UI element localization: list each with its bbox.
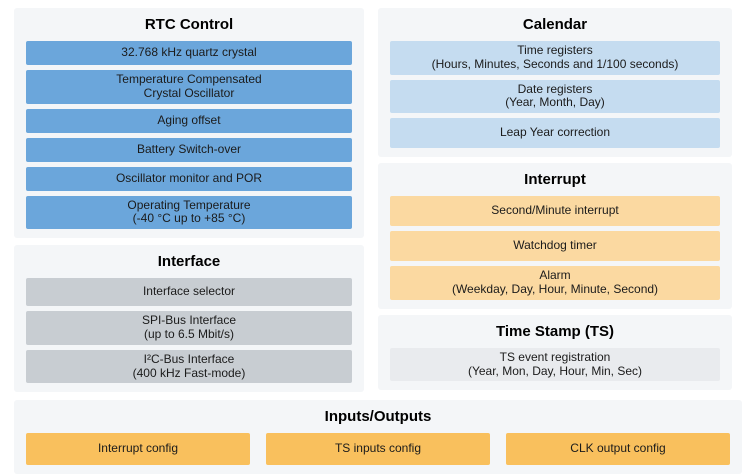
feature-box-text: Interrupt config — [97, 441, 179, 456]
feature-box-text: Aging offset — [157, 112, 221, 127]
feature-box-text: (Weekday, Day, Hour, Minute, Second) — [451, 281, 659, 296]
panel-inputs-outputs: Inputs/Outputs Interrupt config TS inputs… — [14, 400, 742, 474]
time-stamp-feature-box: TS event registration(Year, Mon, Day, Ho… — [390, 347, 720, 382]
interface-feature-box: SPI-Bus Interface(up to 6.5 Mbit/s) — [26, 311, 352, 345]
feature-box-text: Alarm — [539, 268, 571, 283]
feature-box-text: Crystal Oscillator — [143, 85, 235, 100]
interface-title: Interface — [157, 253, 221, 271]
feature-box-text: TS event registration — [499, 349, 611, 364]
time-stamp-title: Time Stamp (TS) — [495, 322, 615, 340]
feature-box-text: Temperature Compensated — [116, 72, 262, 86]
feature-box-text: Operating Temperature — [127, 197, 251, 212]
interrupt-feature-box: Second/Minute interrupt — [390, 196, 720, 227]
feature-box-text: (Year, Month, Day) — [505, 95, 605, 110]
interface-feature-box: I²C-Bus Interface(400 kHz Fast-mode) — [26, 349, 352, 384]
inputs-outputs-feature-box: TS inputs config — [266, 433, 490, 466]
inputs-outputs-box-list: Interrupt config TS inputs config CLK outp… — [26, 433, 730, 466]
feature-box-text: 32.768 kHz quartz crystal — [121, 45, 257, 60]
feature-box-text: Leap Year correction — [499, 125, 611, 140]
panel-calendar: Calendar Time registers(Hours, Minutes, … — [378, 8, 732, 158]
feature-box-text: TS inputs config — [334, 441, 422, 456]
feature-box-text: Battery Switch-over — [136, 141, 242, 156]
feature-box-text: (up to 6.5 Mbit/s) — [143, 326, 235, 341]
inputs-outputs-feature-box: CLK output config — [506, 433, 730, 466]
calendar-box-list: Time registers(Hours, Minutes, Seconds a… — [390, 41, 720, 149]
feature-box-text: (400 kHz Fast-mode) — [132, 365, 246, 380]
rtc-control-title: RTC Control — [144, 16, 234, 33]
panel-time-stamp: Time Stamp (TS) TS event registration(Ye… — [378, 314, 732, 391]
rtc-control-feature-box: Oscillator monitor and POR — [26, 166, 352, 191]
feature-box-text: I²C-Bus Interface — [143, 351, 235, 366]
feature-box-text: Date registers — [517, 81, 593, 96]
rtc-control-feature-box: Battery Switch-over — [26, 137, 352, 162]
rtc-control-feature-box: Aging offset — [26, 108, 352, 133]
feature-box-text: CLK output config — [570, 441, 666, 456]
feature-box-text: Second/Minute interrupt — [491, 203, 619, 218]
right-column: Calendar Time registers(Hours, Minutes, … — [378, 8, 732, 392]
calendar-feature-box: Leap Year correction — [390, 118, 720, 149]
interface-feature-box: Interface selector — [26, 278, 352, 307]
interrupt-feature-box: Alarm(Weekday, Day, Hour, Minute, Second… — [390, 266, 720, 300]
feature-box-text: Oscillator monitor and POR — [115, 170, 263, 185]
calendar-feature-box: Date registers(Year, Month, Day) — [390, 79, 720, 114]
inputs-outputs-title: Inputs/Outputs — [324, 408, 432, 426]
feature-box-text: Watchdog timer — [513, 238, 597, 253]
calendar-title: Calendar — [522, 16, 588, 33]
inputs-outputs-feature-box: Interrupt config — [26, 433, 250, 466]
feature-box-text: (Year, Mon, Day, Hour, Min, Sec) — [467, 363, 643, 378]
feature-box-text: SPI-Bus Interface — [141, 313, 237, 328]
feature-box-text: (-40 °C up to +85 °C) — [132, 211, 246, 226]
feature-box-text: (Hours, Minutes, Seconds and 1/100 secon… — [431, 56, 679, 71]
time-stamp-box-list: TS event registration(Year, Mon, Day, Ho… — [390, 347, 720, 382]
feature-box-text: Interface selector — [142, 284, 236, 299]
rtc-control-feature-box: 32.768 kHz quartz crystal — [26, 41, 352, 65]
rtc-control-feature-box: Operating Temperature(-40 °C up to +85 °… — [26, 195, 352, 230]
interrupt-title: Interrupt — [524, 171, 586, 189]
feature-box-text: Time registers — [517, 43, 593, 57]
calendar-feature-box: Time registers(Hours, Minutes, Seconds a… — [390, 41, 720, 75]
interrupt-feature-box: Watchdog timer — [390, 231, 720, 262]
